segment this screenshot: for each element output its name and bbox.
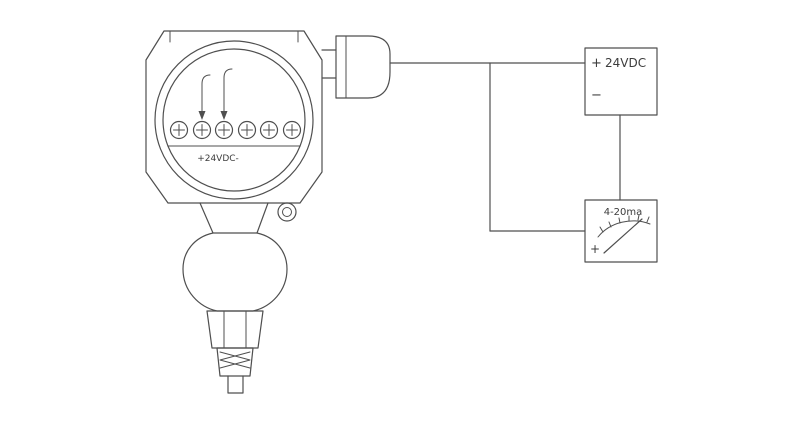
terminal-strip-label: +24VDC- (197, 154, 239, 164)
bolt-outer-circle (277, 202, 297, 222)
power-supply-box: + 24VDC − (584, 47, 658, 116)
terminal-screw (169, 120, 189, 140)
lead-wire-left (201, 74, 211, 113)
meter-range-label: 4-20ma (604, 207, 643, 218)
hex-fitting-outline (206, 310, 264, 349)
lead-arrow-left (198, 111, 206, 120)
neck-right-edge (256, 202, 269, 234)
transmitter: +24VDC- (145, 30, 391, 394)
housing-outline (145, 30, 323, 204)
terminal-screw (237, 120, 257, 140)
terminal-screw (192, 120, 212, 140)
terminal-block: +24VDC- (167, 120, 302, 164)
meter-plus-label: + (590, 242, 600, 256)
power-supply-outline (584, 47, 658, 116)
sensor-body (182, 202, 288, 394)
cable-gland (321, 35, 391, 99)
faceplate-inner-ring (162, 48, 306, 192)
transmitter-housing (145, 30, 323, 204)
neck-left-edge (199, 202, 214, 234)
lead-wires (198, 68, 233, 120)
process-port (227, 375, 244, 394)
thread-stem-outline (216, 347, 254, 377)
lead-wire-right (223, 68, 233, 113)
terminal-screw (259, 120, 279, 140)
meter-scale-arc (597, 220, 651, 238)
power-supply-name-label: 24VDC (605, 56, 646, 70)
current-meter-box: 4-20ma + (584, 199, 658, 263)
power-supply-minus-label: − (591, 88, 602, 103)
terminal-screw (282, 120, 302, 140)
loop-wiring (389, 62, 621, 232)
power-supply-plus-label: + (591, 56, 602, 71)
terminal-screw (214, 120, 234, 140)
thread-hatching (219, 351, 251, 369)
lead-arrow-right (220, 111, 228, 120)
body-barrel-outline (182, 232, 288, 312)
gland-nut-outline (335, 35, 391, 99)
meter-needle (603, 218, 643, 254)
meter-outline (584, 199, 658, 263)
flange-bolt (277, 202, 297, 222)
bolt-inner-circle (282, 207, 292, 217)
meter-scale-ticks (599, 214, 650, 233)
faceplate-outer-ring (154, 40, 314, 200)
